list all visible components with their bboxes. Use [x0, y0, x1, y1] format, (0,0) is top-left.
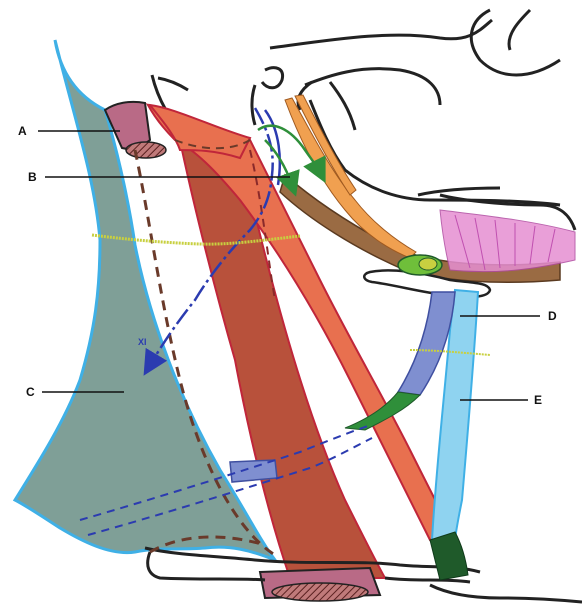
omohyoid-inferior-belly [230, 460, 277, 482]
clavicle-hatch [272, 583, 368, 601]
xi-nerve-label: XI [138, 337, 147, 347]
mylohyoid-muscle [440, 210, 575, 272]
scm-sternal-tendon [430, 532, 468, 580]
label-a: A [18, 124, 27, 138]
label-d: D [548, 309, 557, 323]
hypoglossal-core [419, 258, 437, 270]
label-c: C [26, 385, 35, 399]
label-b: B [28, 170, 37, 184]
mastoid-hatch [126, 142, 166, 158]
label-e: E [534, 393, 542, 407]
